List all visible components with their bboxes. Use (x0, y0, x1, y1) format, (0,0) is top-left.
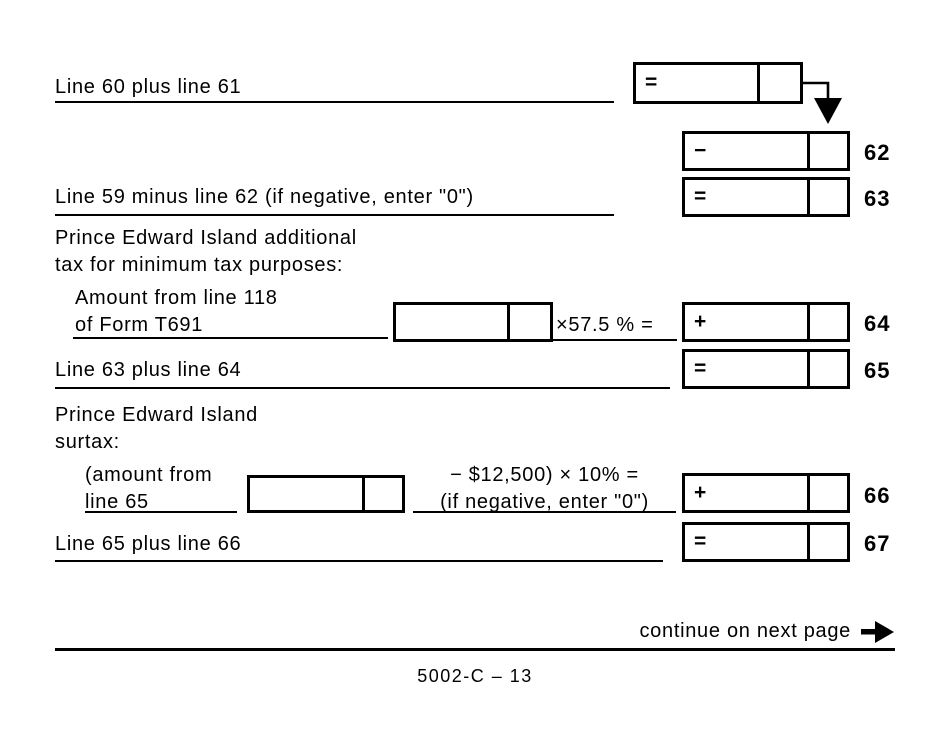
line-number-66: 66 (864, 483, 891, 508)
line-number-67: 67 (864, 531, 891, 556)
next-page-arrow-icon (861, 620, 894, 643)
equals-operator: = (694, 530, 707, 553)
continue-note-label: continue on next page (639, 620, 851, 642)
amount-dollars-cell[interactable] (396, 305, 507, 339)
amount-box-line64[interactable]: + (682, 302, 850, 342)
minimum-tax-heading-line1: Prince Edward Island additional (55, 227, 357, 249)
amount-box-line63[interactable]: = (682, 177, 850, 217)
surtax-heading-line1: Prince Edward Island (55, 404, 258, 426)
flow-down-arrow-icon (801, 81, 842, 124)
amount-box-line65[interactable]: = (682, 349, 850, 389)
amount-dollars-cell[interactable]: − (685, 134, 807, 168)
amount-cents-cell[interactable] (807, 352, 847, 386)
line-number-62: 62 (864, 140, 891, 165)
amount-box-line66[interactable]: + (682, 473, 850, 513)
t691-amount-label: Amount from line 118 of Form T691 (75, 285, 278, 339)
entry-box-t691-amount[interactable] (393, 302, 553, 342)
amount-box-line67[interactable]: = (682, 522, 850, 562)
surtax-amount-label: (amount from line 65 (85, 462, 212, 516)
minimum-tax-heading-line2: tax for minimum tax purposes: (55, 254, 344, 276)
form-code: 5002-C – 13 (417, 666, 533, 686)
t691-amount-label-line1: Amount from line 118 (75, 287, 278, 309)
t691-amount-label-line2: of Form T691 (75, 314, 204, 336)
row-label-line65-plus-line66: Line 65 plus line 66 (55, 533, 242, 555)
equals-operator: = (694, 357, 707, 380)
plus-operator: + (694, 310, 707, 333)
amount-dollars-cell[interactable]: = (636, 65, 757, 101)
surtax-formula-line2: (if negative, enter "0") (440, 491, 649, 513)
rule-t691-label (73, 337, 388, 339)
surtax-formula-line1: − $12,500) × 10% = (450, 464, 639, 486)
surtax-amount-label-line2: line 65 (85, 491, 149, 513)
amount-dollars-cell[interactable]: = (685, 525, 807, 559)
amount-cents-cell[interactable] (807, 525, 847, 559)
rule-line67-row (55, 560, 663, 562)
minimum-tax-heading: Prince Edward Island additional tax for … (55, 225, 357, 279)
amount-dollars-cell[interactable]: + (685, 305, 807, 339)
multiplier-57-5-percent: ×57.5 % = (556, 314, 654, 336)
rule-line65-row (55, 387, 670, 389)
amount-cents-cell[interactable] (807, 476, 847, 510)
amount-dollars-cell[interactable] (250, 478, 362, 510)
rule-surtax-formula (413, 511, 676, 513)
row-label-line63-plus-line64: Line 63 plus line 64 (55, 359, 242, 381)
row-label-line60-plus-line61: Line 60 plus line 61 (55, 76, 242, 98)
amount-box-line60-plus-61[interactable]: = (633, 62, 803, 104)
page-bottom-rule (55, 648, 895, 651)
amount-cents-cell[interactable] (757, 65, 800, 101)
line-number-63: 63 (864, 186, 891, 211)
rule-multiplier (550, 339, 677, 341)
row-label-line59-minus-line62: Line 59 minus line 62 (if negative, ente… (55, 186, 474, 208)
surtax-amount-label-line1: (amount from (85, 464, 213, 486)
amount-cents-cell[interactable] (807, 180, 847, 214)
amount-cents-cell[interactable] (807, 305, 847, 339)
amount-box-line62[interactable]: − (682, 131, 850, 171)
equals-operator: = (645, 71, 658, 94)
surtax-formula: − $12,500) × 10% = (if negative, enter "… (413, 462, 676, 516)
surtax-heading-line2: surtax: (55, 431, 120, 453)
rule-line63-row (55, 214, 614, 216)
line-number-64: 64 (864, 311, 891, 336)
rule-line60-row (55, 101, 614, 103)
amount-dollars-cell[interactable]: + (685, 476, 807, 510)
amount-cents-cell[interactable] (362, 478, 402, 510)
rule-surtax-label (85, 511, 237, 513)
amount-dollars-cell[interactable]: = (685, 352, 807, 386)
minus-operator: − (694, 139, 707, 162)
plus-operator: + (694, 481, 707, 504)
surtax-heading: Prince Edward Island surtax: (55, 402, 258, 456)
equals-operator: = (694, 185, 707, 208)
continue-note: continue on next page (639, 620, 895, 643)
amount-cents-cell[interactable] (507, 305, 550, 339)
entry-box-line65-amount[interactable] (247, 475, 405, 513)
amount-dollars-cell[interactable]: = (685, 180, 807, 214)
amount-cents-cell[interactable] (807, 134, 847, 168)
line-number-65: 65 (864, 358, 891, 383)
